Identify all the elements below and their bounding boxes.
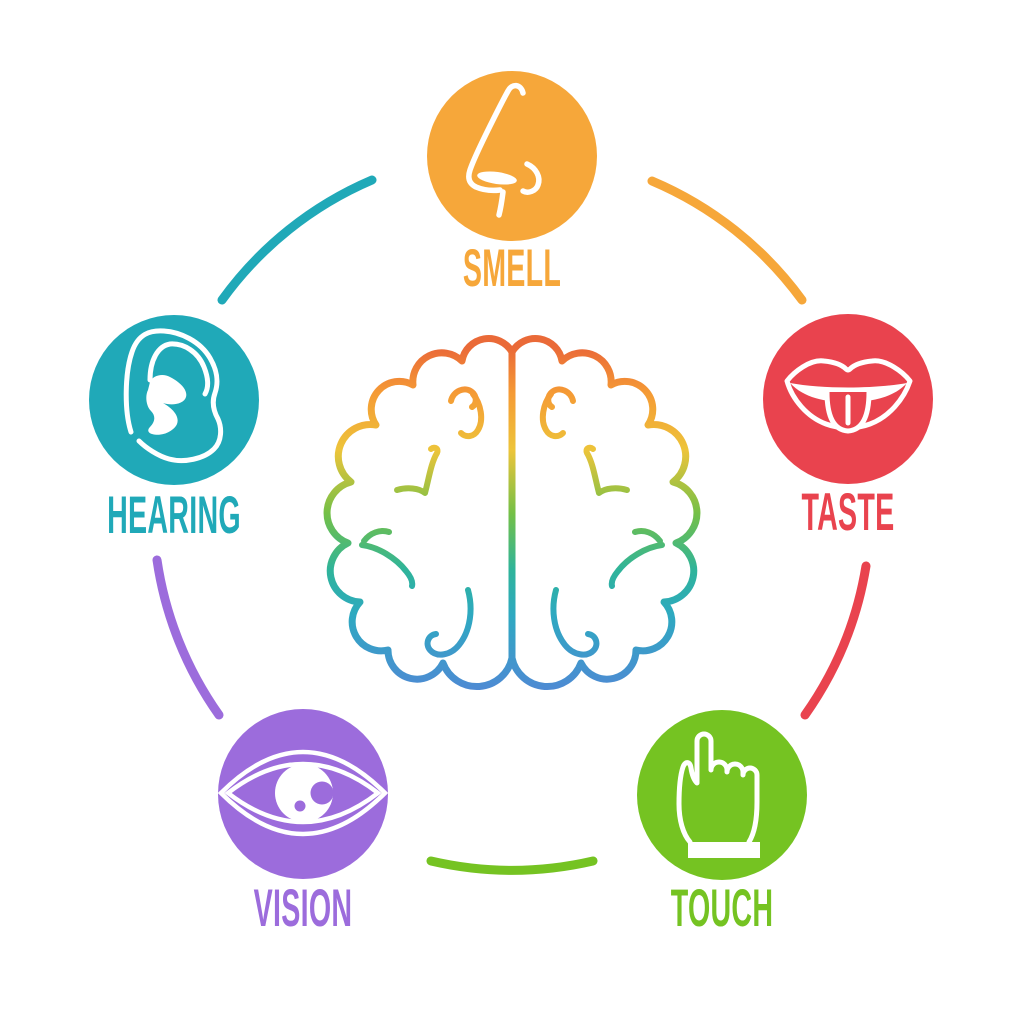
sense-hearing (89, 315, 259, 485)
eye-icon (217, 749, 389, 837)
brain-gyri-marks (359, 386, 665, 658)
eye-pupil-crescent (310, 781, 334, 805)
arc-taste-touch (800, 561, 871, 720)
eye-outline-outer (217, 749, 389, 837)
pointing-hand-outline (676, 731, 760, 845)
sense-vision (217, 709, 389, 879)
ear-concha (146, 374, 187, 435)
touch-label: TOUCH (670, 879, 774, 938)
mouth-icon (784, 358, 913, 434)
hearing-label: HEARING (107, 486, 241, 545)
ear-outline (123, 328, 224, 464)
eye-outline-inner (224, 761, 382, 825)
arc-touch-vision (426, 856, 598, 875)
arc-hearing-smell (217, 175, 377, 305)
eye-iris (275, 764, 333, 822)
brain-icon (323, 335, 701, 691)
taste-label: TASTE (801, 483, 895, 542)
brain-right-hemisphere (508, 335, 701, 691)
brain-left-hemisphere (323, 335, 516, 691)
sense-touch (637, 710, 807, 880)
hand-icon (676, 731, 760, 858)
arc-vision-hearing (152, 555, 224, 720)
smell-circle (427, 71, 597, 241)
eye-dot (294, 800, 306, 812)
nose-icon (466, 82, 542, 218)
sense-smell (427, 71, 597, 241)
touch-circle (637, 710, 807, 880)
sense-taste (763, 314, 933, 484)
ear-icon (123, 328, 224, 464)
hand-cuff (688, 842, 760, 858)
ear-helix-line (147, 341, 210, 397)
ring-arcs (152, 175, 871, 875)
vision-label: VISION (253, 879, 353, 938)
smell-label: SMELL (462, 239, 562, 298)
arc-smell-taste (647, 176, 807, 305)
